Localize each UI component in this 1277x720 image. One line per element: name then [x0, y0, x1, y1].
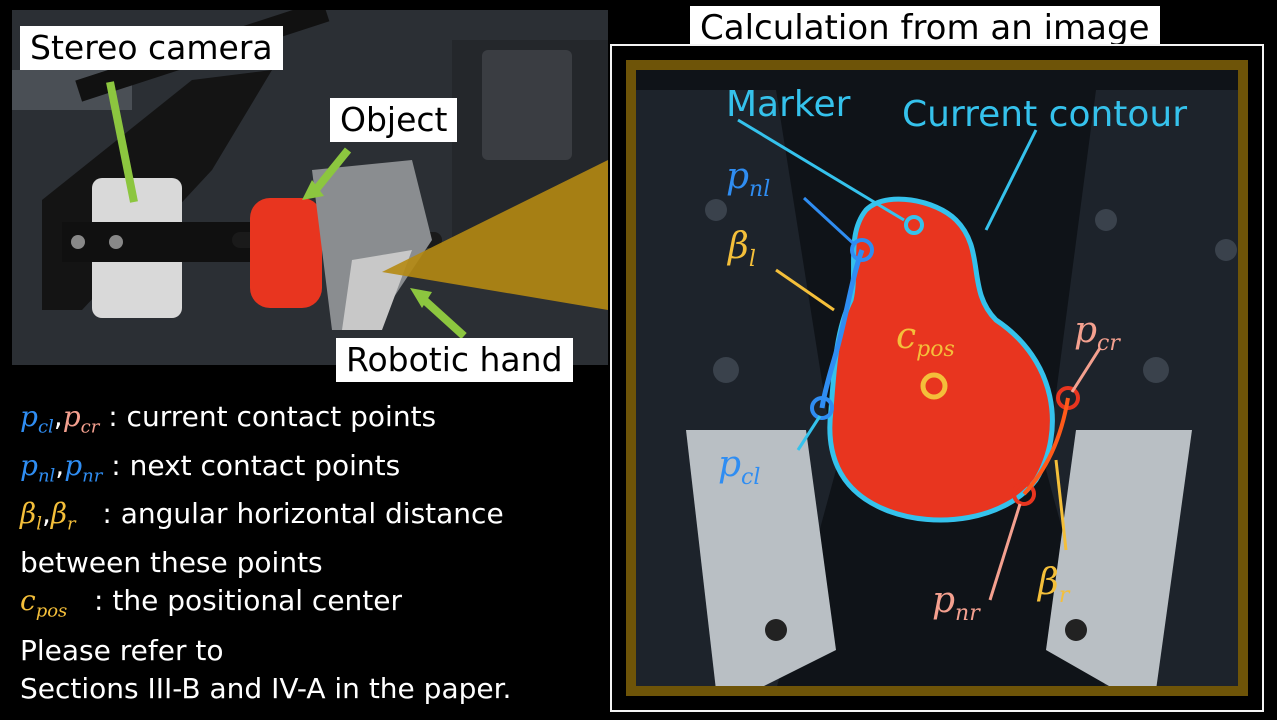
- legend: pcl,pcr : current contact points pnl,pnr…: [20, 398, 504, 630]
- pcl-label: pcl: [718, 444, 761, 491]
- reference-line-1: Please refer to: [20, 634, 224, 667]
- legend-beta-r: βr: [50, 497, 76, 535]
- marker-label: Marker: [726, 84, 851, 125]
- legend-row-beta: βl,βr : angular horizontal distance: [20, 495, 504, 544]
- pnl-label: pnl: [726, 156, 771, 203]
- legend-row-next: pnl,pnr : next contact points: [20, 447, 504, 496]
- stereo-camera-label: Stereo camera: [20, 26, 283, 70]
- legend-row-beta-cont: between these points: [20, 545, 323, 579]
- beta-l-label: βl: [728, 226, 756, 273]
- pnr-label: pnr: [932, 580, 980, 627]
- legend-pnl: pnl: [20, 448, 56, 487]
- legend-pnr: pnr: [64, 448, 103, 487]
- legend-current-text: : current contact points: [108, 400, 437, 433]
- legend-cpos-text: : the positional center: [76, 583, 403, 617]
- legend-beta-text: : angular horizontal distance: [84, 497, 504, 531]
- pcr-label: pcr: [1074, 310, 1120, 357]
- calculation-border: [626, 60, 1248, 696]
- legend-comma-2: ,: [55, 448, 65, 482]
- object-label: Object: [330, 98, 458, 142]
- legend-cpos: cpos: [20, 583, 68, 622]
- calculation-scene: [636, 70, 1238, 686]
- calculation-illustration: [636, 70, 1238, 686]
- cpos-label: cpos: [896, 316, 955, 363]
- hardware-photo: [12, 10, 608, 365]
- legend-row-current: pcl,pcr : current contact points: [20, 398, 504, 447]
- current-contour-label: Current contour: [902, 94, 1188, 135]
- legend-next-text: : next contact points: [111, 448, 401, 482]
- legend-comma-1: ,: [53, 400, 63, 433]
- beta-r-label: βr: [1038, 562, 1070, 609]
- calc-title-label: Calculation from an image: [690, 6, 1160, 50]
- reference-note: Please refer to Sections III-B and IV-A …: [20, 632, 511, 708]
- legend-pcl: pcl: [20, 400, 54, 438]
- reference-line-2: Sections III-B and IV-A in the paper.: [20, 672, 512, 705]
- legend-row-cpos: cpos : the positional center: [20, 582, 504, 631]
- legend-pcr: pcr: [62, 400, 100, 438]
- legend-comma-3: ,: [41, 497, 51, 531]
- robotic-hand-label: Robotic hand: [336, 338, 573, 382]
- legend-beta-l: βl: [20, 497, 42, 535]
- calculation-panel: [610, 44, 1264, 712]
